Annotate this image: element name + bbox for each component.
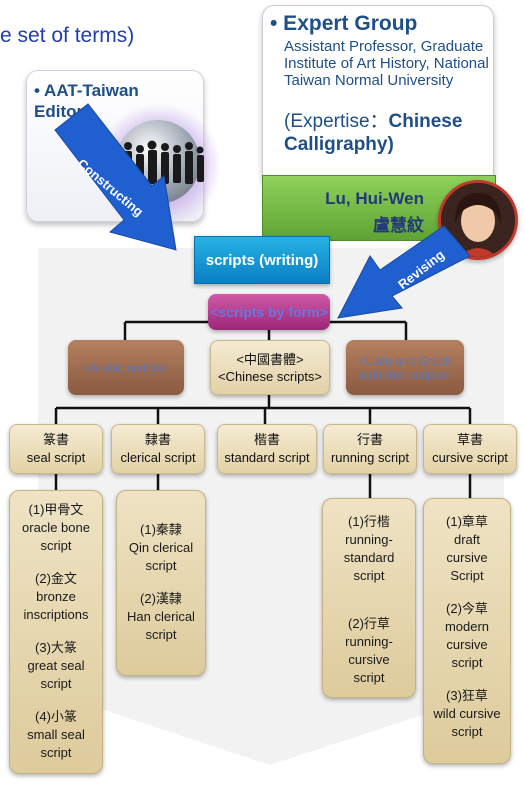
chinese-scripts-node: <中國書體> <Chinese scripts> [210, 340, 330, 395]
list-item: (2)金文 bronze inscriptions [23, 571, 89, 622]
expert-group-card [262, 5, 494, 187]
top-caption: e set of terms) [0, 24, 135, 47]
latin-greek-scripts-node: <Latin and Greek alphabet scripts> [346, 340, 464, 395]
list-item: (2)漢隸 Han clerical script [127, 591, 195, 642]
running-script-list: (1)行楷 running- standard script (2)行草 run… [322, 498, 416, 698]
root-node: scripts (writing) [194, 236, 330, 284]
expert-group-title: • Expert Group [270, 12, 418, 35]
expert-group-affiliation: Assistant Professor, Graduate Institute … [284, 38, 489, 89]
list-item: (4)小篆 small seal script [27, 709, 85, 760]
list-item: (3)狂草 wild cursive script [433, 688, 501, 739]
list-item: (1)行楷 running- standard script [343, 514, 395, 583]
clerical-script-list: (1)秦隸 Qin clerical script (2)漢隸 Han cler… [116, 490, 206, 676]
expert-photo [438, 180, 518, 260]
expert-name-chinese: 盧慧紋 [373, 216, 424, 235]
list-item: (3)大篆 great seal script [27, 640, 85, 691]
scripts-by-form-node: <scripts by form> [208, 294, 330, 330]
list-item: (2)行草 running- cursive script [345, 616, 393, 685]
cursive-script-list: (1)章草 draft cursive Script (2)今草 modern … [423, 498, 511, 764]
arabic-scripts-node: <Arabic scripts> [68, 340, 184, 395]
list-item: (1)甲骨文 oracle bone script [22, 502, 90, 553]
expert-expertise: (Expertise：Chinese Calligraphy) [284, 111, 463, 155]
list-item: (1)章草 draft cursive Script [446, 514, 488, 583]
list-item: (1)秦隸 Qin clerical script [128, 522, 194, 573]
expert-name: Lu, Hui-Wen [325, 189, 424, 208]
seal-script-list: (1)甲骨文 oracle bone script (2)金文 bronze i… [9, 490, 103, 774]
list-item: (2)今草 modern cursive script [444, 601, 490, 670]
